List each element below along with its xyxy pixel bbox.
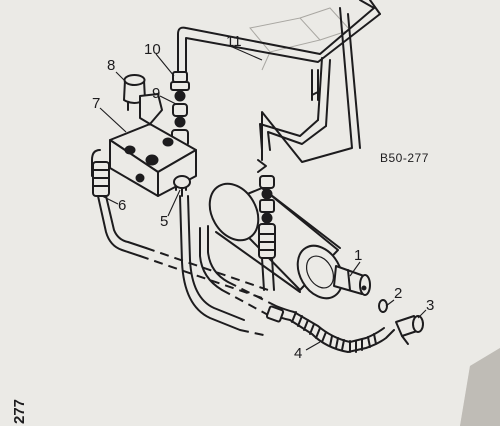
part-11-pipe-assembly [177,0,381,173]
part-7-valve-block [109,123,197,197]
leader-lines [99,45,427,351]
part-5-fitting [173,175,191,197]
part-6-hose [91,149,269,299]
return-line [179,195,277,337]
part-4-armored-hose [265,305,395,353]
callout-11: 11 [226,33,242,50]
page-number: 277 [11,399,28,424]
callout-4: 4 [294,345,302,362]
callout-8: 8 [107,57,115,74]
callout-6: 6 [118,197,126,214]
part-2-o-ring [378,299,388,313]
callout-7: 7 [92,95,100,112]
callout-9: 9 [152,85,160,102]
callout-5: 5 [160,213,168,230]
callout-3: 3 [426,297,434,314]
callout-1: 1 [354,247,362,264]
callout-2: 2 [394,285,402,302]
cylinder-port-fitting-stack [258,175,276,291]
paper-shadow [460,348,500,426]
callout-10: 10 [144,41,161,58]
drawing-reference: B50-277 [380,151,429,165]
callout-labels: 1 2 3 4 5 6 7 8 9 10 11 [92,33,434,362]
part-3-end-fitting [395,315,424,345]
